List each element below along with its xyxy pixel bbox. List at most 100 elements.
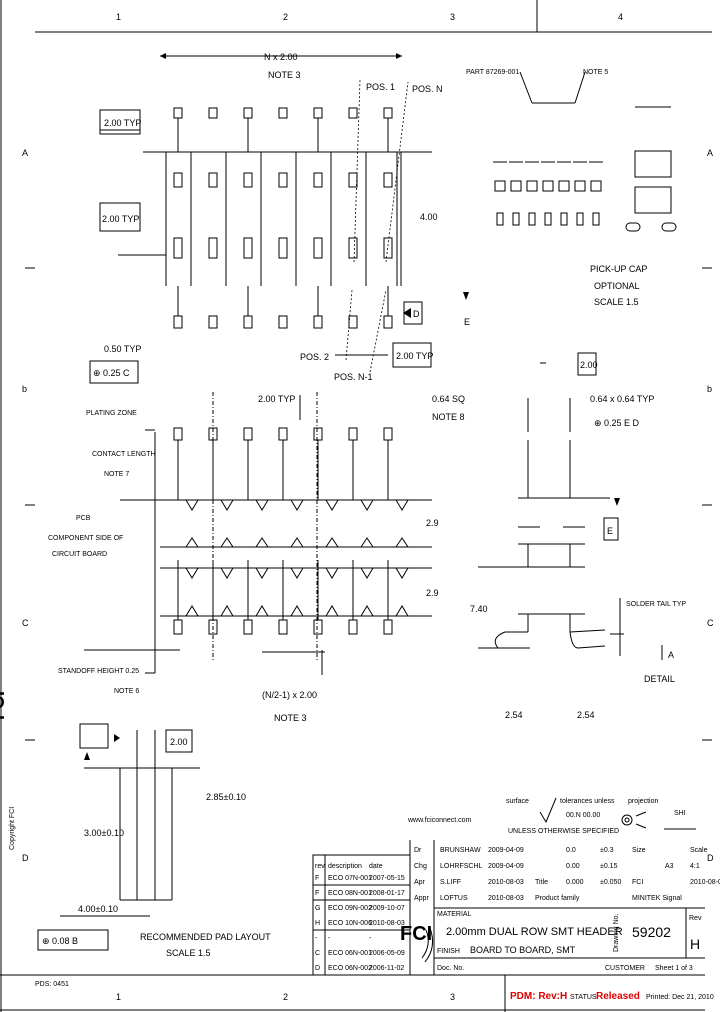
part-number-label: PART 87269-001 bbox=[466, 69, 519, 76]
title-block-cell: FCI bbox=[632, 879, 643, 886]
material-label: MATERIAL bbox=[437, 911, 472, 918]
revision-cell: 2010-08-03 bbox=[369, 920, 405, 927]
title-block-cell: Product family bbox=[535, 895, 580, 902]
title-block-cell: 4:1 bbox=[690, 863, 700, 870]
pcb-label: COMPONENT SIDE OF bbox=[48, 535, 123, 542]
row-label: b bbox=[707, 384, 712, 394]
contact-length-label: CONTACT LENGTH bbox=[92, 451, 156, 458]
dim-a: 2.9 bbox=[426, 518, 439, 528]
front-view bbox=[84, 392, 432, 675]
row-label: b bbox=[22, 384, 27, 394]
right-dim: 0.64 SQ bbox=[432, 394, 465, 404]
pos2-label: POS. 2 bbox=[300, 352, 329, 362]
tolerances-label: tolerances unless bbox=[560, 798, 615, 805]
note5-label: NOTE 5 bbox=[583, 69, 608, 76]
revision-cell: 2008-01-17 bbox=[369, 890, 405, 897]
bottom-dim: (N/2-1) x 2.00 bbox=[262, 690, 317, 700]
row-label: A bbox=[707, 148, 713, 158]
title-block-cell: MINITEK Signal bbox=[632, 895, 682, 902]
pin bbox=[383, 107, 402, 329]
unless-label: UNLESS OTHERWISE SPECIFIED bbox=[508, 828, 619, 835]
datum-e: E bbox=[607, 526, 613, 536]
top-view bbox=[89, 53, 469, 384]
revision-cell: G bbox=[315, 905, 320, 912]
title-block-cell: 2010-08-03 bbox=[488, 879, 524, 886]
drawing-title: 2.00mm DUAL ROW SMT HEADER bbox=[446, 926, 623, 938]
pcb-label: PCB bbox=[76, 515, 91, 522]
front-contact bbox=[348, 427, 374, 635]
revision-cell: F bbox=[315, 875, 319, 882]
side-fci-logo: FCI bbox=[0, 691, 8, 720]
revision-cell: ECO 08N-001 bbox=[328, 890, 372, 897]
pad-tolerance-frame: ⊕ 0.08 B bbox=[42, 936, 78, 946]
title-block-cell: 0.00 bbox=[566, 863, 580, 870]
rev-label: Rev bbox=[689, 915, 702, 922]
title-block-cell: ±0.3 bbox=[600, 847, 614, 854]
pin bbox=[208, 107, 227, 329]
pin bbox=[313, 107, 332, 329]
zone-label: 3 bbox=[450, 12, 455, 22]
revision-cell: 2007-05-15 bbox=[369, 875, 405, 882]
pickup-contact bbox=[493, 161, 507, 226]
pickup-contact bbox=[525, 161, 539, 226]
title-block-cell: A3 bbox=[665, 863, 674, 870]
title-block-cell: 0.000 bbox=[566, 879, 584, 886]
detail-letter: A bbox=[668, 650, 674, 660]
title-block-cell: Scale bbox=[690, 847, 708, 854]
pin bbox=[173, 107, 192, 329]
pos-n1-label: POS. N-1 bbox=[334, 372, 373, 382]
surface-finish-icon bbox=[539, 797, 557, 824]
website: www.fciconnect.com bbox=[407, 817, 472, 824]
title-block bbox=[433, 840, 705, 975]
pin bbox=[243, 107, 262, 329]
pickup-contact bbox=[509, 161, 523, 226]
doc-number: 59202 bbox=[632, 924, 671, 940]
revision-cell: - bbox=[328, 935, 331, 942]
revision-cell: 2006-05-09 bbox=[369, 950, 405, 957]
right-note: NOTE 8 bbox=[432, 412, 465, 422]
title-block-cell: Appr bbox=[414, 895, 429, 902]
pdm-revision: PDM: Rev:H bbox=[510, 991, 567, 1002]
height-dim: 4.00 bbox=[420, 212, 438, 222]
note7-label: NOTE 7 bbox=[104, 471, 129, 478]
pos-n-label: POS. N bbox=[412, 84, 443, 94]
pickup-contact bbox=[573, 161, 587, 226]
title-block-cell: Dr bbox=[414, 847, 422, 854]
zone-label: 1 bbox=[116, 992, 121, 1002]
dim-b: 2.9 bbox=[426, 588, 439, 598]
pitch-label: 2.00 TYP bbox=[104, 118, 141, 128]
pitch-label: 2.00 TYP bbox=[102, 214, 139, 224]
datum-e: E bbox=[464, 317, 470, 327]
shi-label: SHI bbox=[674, 810, 686, 817]
dim-254: 2.54 bbox=[505, 710, 523, 720]
note-label: NOTE 3 bbox=[268, 70, 301, 80]
pickup-caption: SCALE 1.5 bbox=[594, 297, 639, 307]
title-block-cell: ±0.050 bbox=[600, 879, 621, 886]
pickup-caption: PICK-UP CAP bbox=[590, 264, 647, 274]
revision-cell: 2009-10-07 bbox=[369, 905, 405, 912]
row-label: A bbox=[22, 148, 28, 158]
pad-dim-h: 3.00±0.10 bbox=[84, 828, 124, 838]
tolerance-frame: ⊕ 0.25 C bbox=[93, 368, 130, 378]
bottom-note: NOTE 3 bbox=[274, 713, 307, 723]
surface-label: surface bbox=[506, 798, 529, 805]
side-tolerance-frame: ⊕ 0.25 E D bbox=[594, 418, 640, 428]
title-block-cell: ±0.15 bbox=[600, 863, 618, 870]
front-contact bbox=[243, 427, 269, 635]
revision-cell: - bbox=[315, 935, 318, 942]
title-block-cell: S.LIFF bbox=[440, 879, 461, 886]
standoff-label: STANDOFF HEIGHT 0.25 bbox=[58, 668, 139, 675]
zone-label: 2 bbox=[283, 12, 288, 22]
fci-logo: FCI bbox=[400, 923, 434, 963]
zone-label: 4 bbox=[618, 12, 623, 22]
revision-cell: ECO 06N-002 bbox=[328, 965, 372, 972]
pad-caption: SCALE 1.5 bbox=[166, 948, 211, 958]
title-block-cell: LOHRFSCHL bbox=[440, 863, 483, 870]
